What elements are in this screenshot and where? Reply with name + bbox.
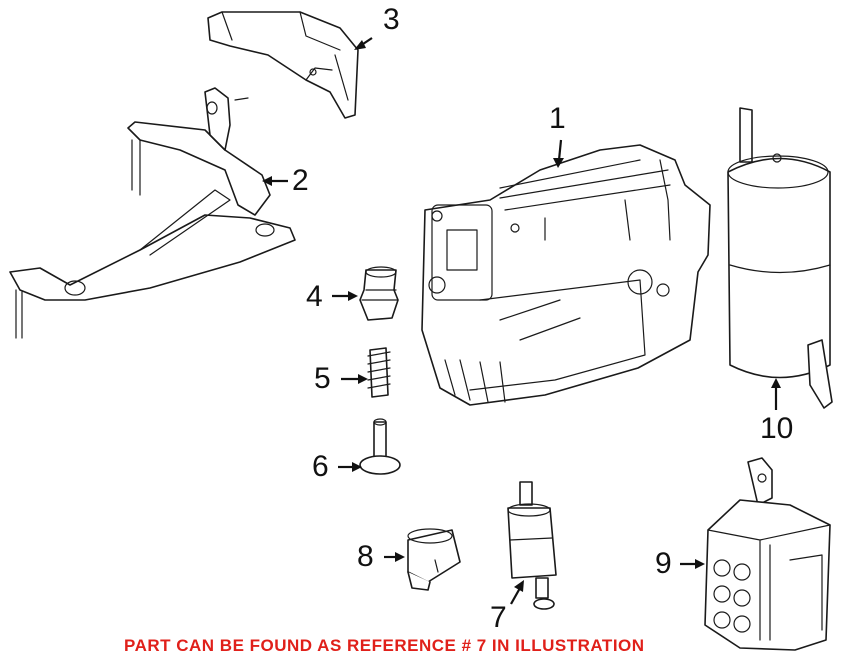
callout-6: 6 bbox=[312, 450, 329, 483]
callout-5: 5 bbox=[314, 362, 331, 395]
callout-2: 2 bbox=[292, 164, 309, 197]
callout-4: 4 bbox=[306, 280, 323, 313]
callout-8: 8 bbox=[357, 540, 374, 573]
callout-3: 3 bbox=[383, 3, 400, 36]
part-6-pin bbox=[359, 418, 401, 475]
part-8-sleeve bbox=[407, 528, 461, 591]
part-4-bushing bbox=[359, 266, 399, 321]
part-5-spring bbox=[367, 347, 391, 398]
callout-9: 9 bbox=[655, 547, 672, 580]
callout-7: 7 bbox=[490, 601, 507, 634]
part-7-filter bbox=[507, 481, 557, 610]
part-3-upper-cover bbox=[207, 11, 359, 119]
part-10-reservoir bbox=[727, 107, 833, 409]
reference-note: PART CAN BE FOUND AS REFERENCE # 7 IN IL… bbox=[124, 636, 645, 655]
part-9-valve-block bbox=[704, 457, 831, 651]
part-1-compressor bbox=[421, 144, 711, 406]
callout-10: 10 bbox=[760, 412, 794, 445]
part-2-mounting-bracket bbox=[9, 87, 296, 339]
leader-arrows bbox=[262, 37, 781, 605]
callout-1: 1 bbox=[549, 102, 566, 135]
